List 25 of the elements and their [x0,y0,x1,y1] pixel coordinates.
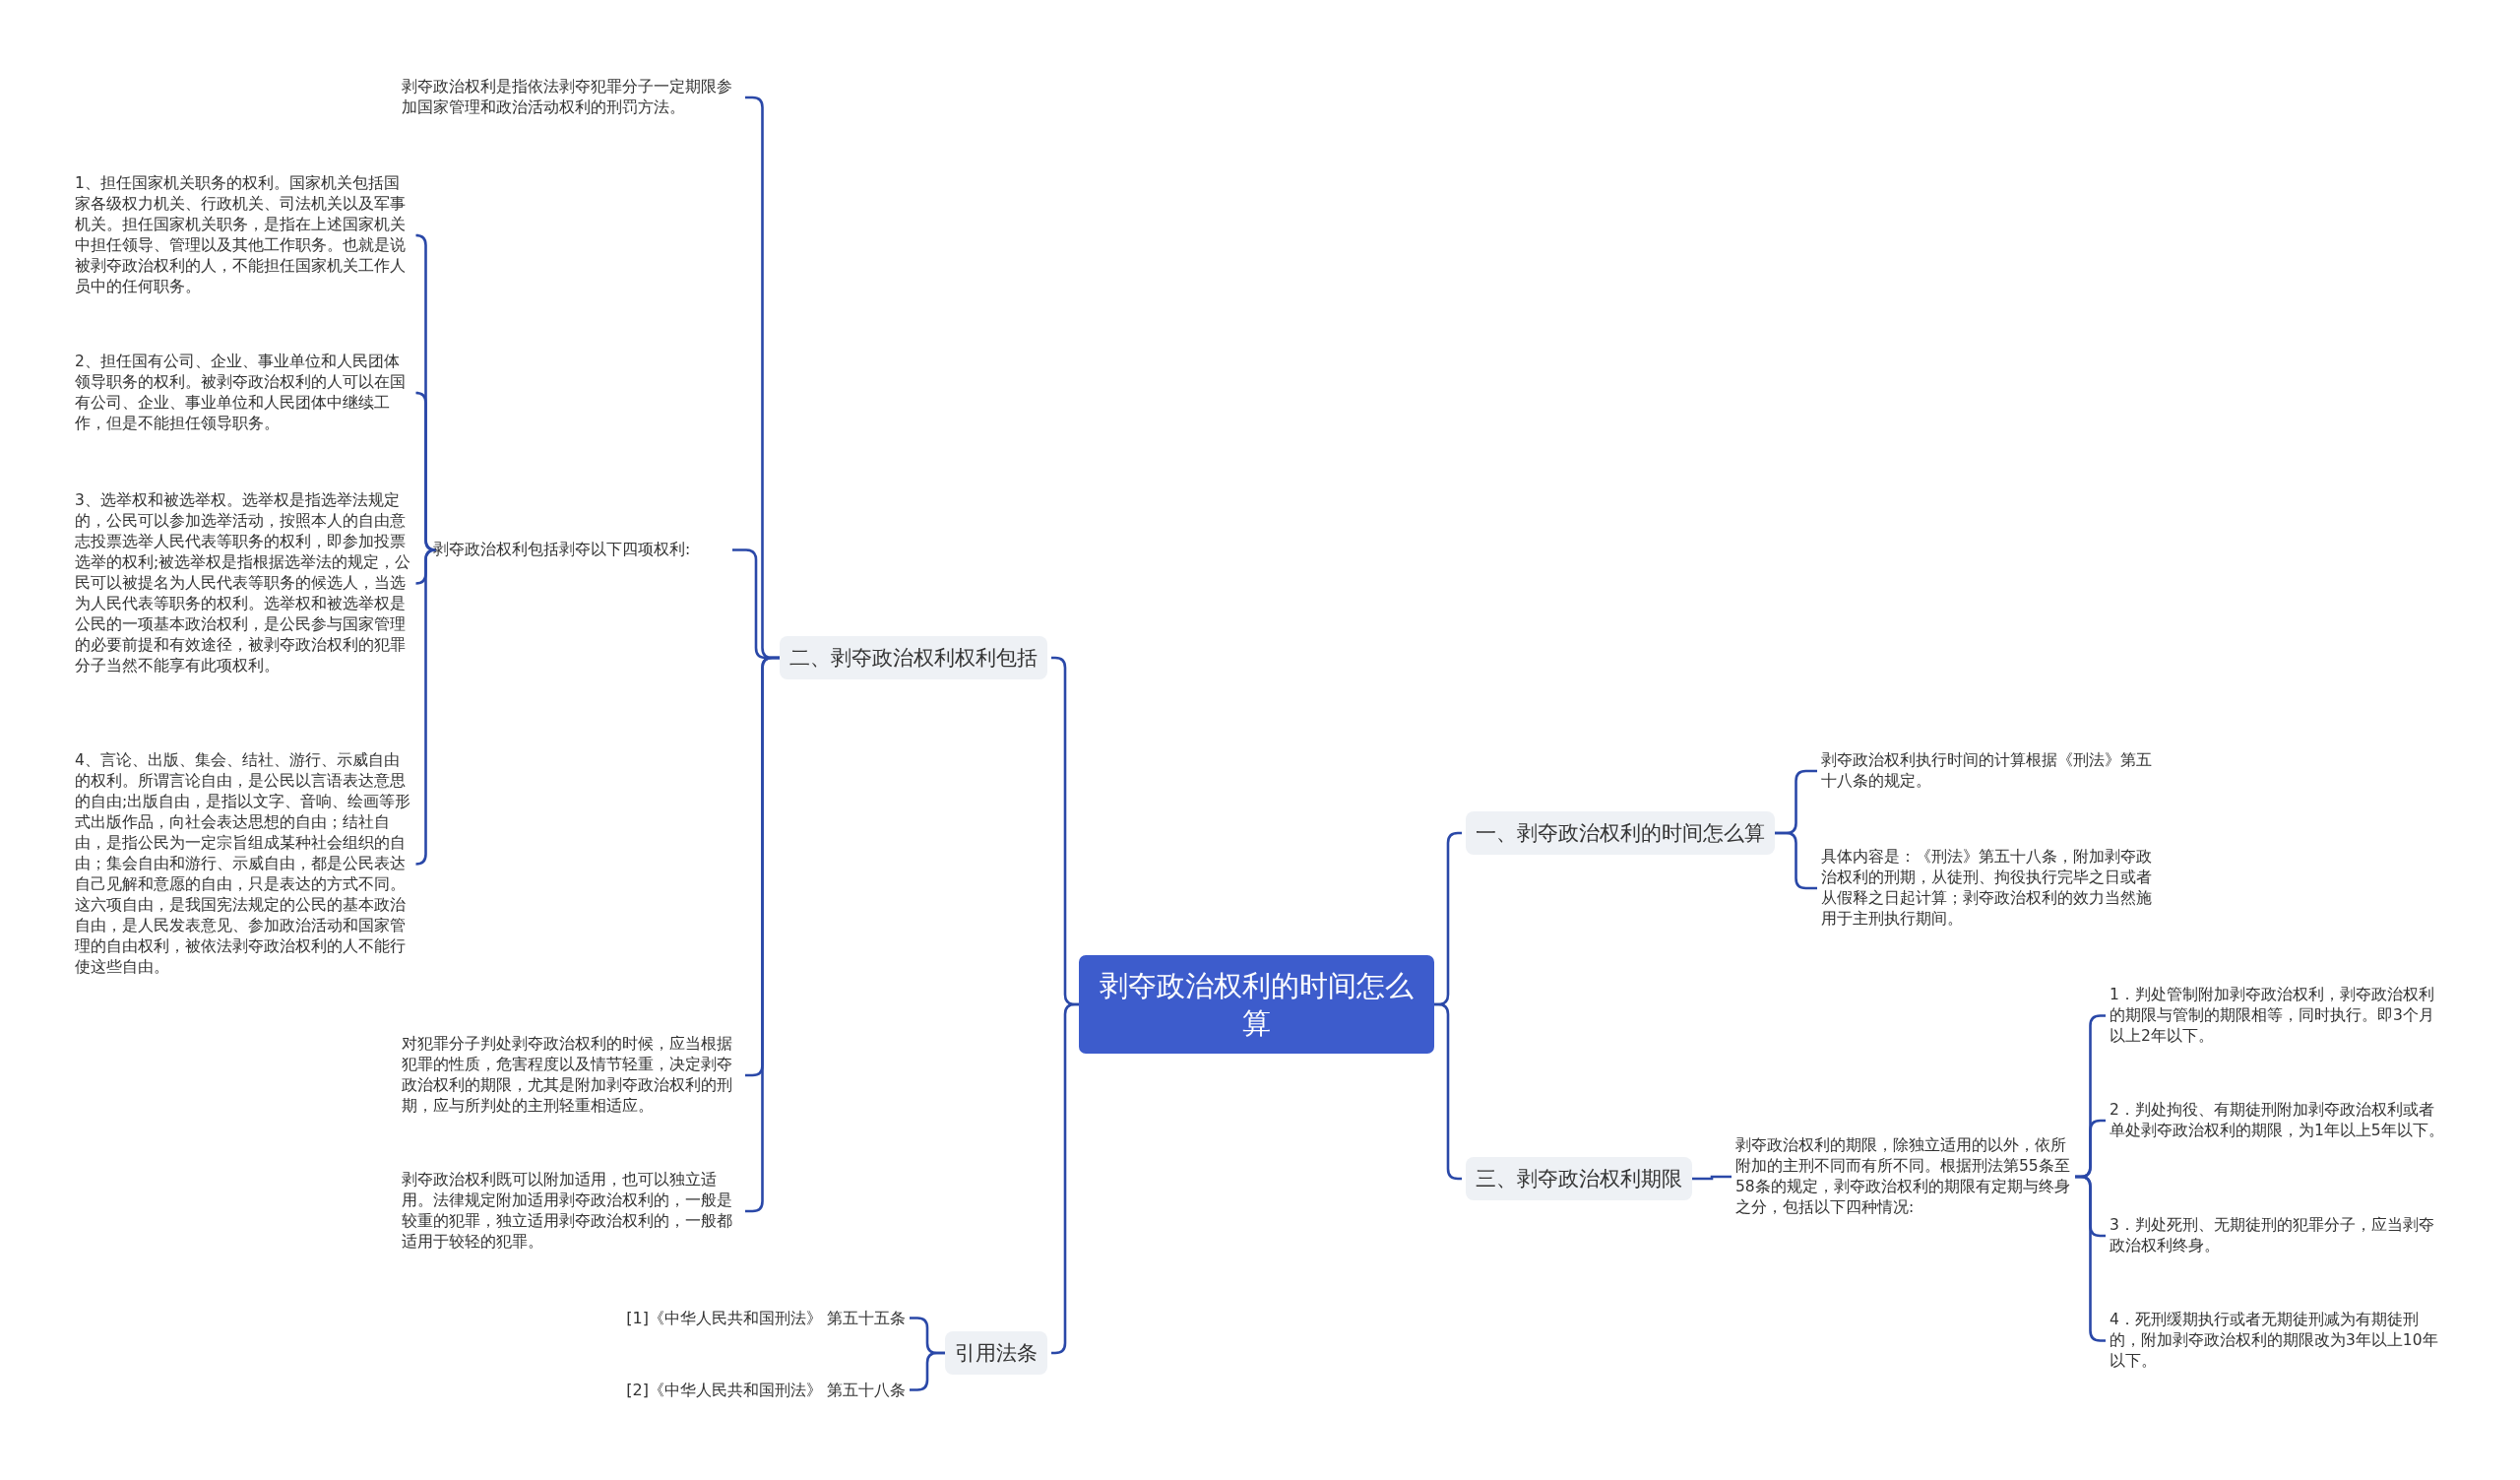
note-text: 3、选举权和被选举权。选举权是指选举法规定的，公民可以参加选举活动，按照本人的自由意志投票选举人民代表等职务的权利，即参加投票选举的权利;被选举权是指根据选举法的规定，公民可以被提名为人民代表等职务的候选人，当选为人民代表等职务的权利。选举权和被选举权是公民的一项基本政治权利，是公民参与国家管理的必要前提和有效途径，被剥夺政治权利的犯罪分子当然不能享有此项权利。 [75,490,414,676]
topic-box: 二、剥夺政治权利权利包括 [780,636,1047,679]
citation-text: [1]《中华人民共和国刑法》 第五十五条 [551,1308,906,1328]
topic-box: 一、剥夺政治权利的时间怎么算 [1466,811,1775,855]
note-text: 对犯罪分子判处剥夺政治权利的时候，应当根据犯罪的性质，危害程度以及情节轻重，决定剥夺政治权利的期限，尤其是附加剥夺政治权利的刑期，应与所判处的主刑轻重相适应。 [402,1034,741,1117]
note-text: 剥夺政治权利执行时间的计算根据《刑法》第五十八条的规定。 [1821,750,2161,792]
note-text: 剥夺政治权利既可以附加适用，也可以独立适用。法律规定附加适用剥夺政治权利的，一般是较重的犯罪，独立适用剥夺政治权利的，一般都适用于较轻的犯罪。 [402,1170,741,1253]
note-text: 4、言论、出版、集会、结社、游行、示威自由的权利。所谓言论自由，是公民以言语表达意思的自由;出版自由，是指以文字、音响、绘画等形式出版作品，向社会表达思想的自由；结社自由，是指公民为一定宗旨组成某种社会组织的自由；集会自由和游行、示威自由，都是公民表达自己见解和意愿的自由，只是表达的方式不同。这六项自由，是我国宪法规定的公民的基本政治自由，是人民发表意见、参加政治活动和国家管理的自由权利，被依法剥夺政治权利的人不能行使这些自由。 [75,750,414,978]
note-text: 剥夺政治权利的期限，除独立适用的以外，依所附加的主刑不同而有所不同。根据刑法第55条至58条的规定，剥夺政治权利的期限有定期与终身之分，包括以下四种情况: [1735,1135,2075,1218]
connector-line [1692,1175,1732,1181]
note-text: 剥夺政治权利包括剥夺以下四项权利: [433,540,728,560]
topic-box: 引用法条 [945,1331,1047,1375]
note-text: 具体内容是：《刑法》第五十八条，附加剥夺政治权利的刑期，从徒刑、拘役执行完毕之日或者从假释之日起计算；剥夺政治权利的效力当然施用于主刑执行期间。 [1821,847,2161,930]
note-text: 4．死刑缓期执行或者无期徒刑减为有期徒刑的，附加剥夺政治权利的期限改为3年以上10年以下。 [2110,1310,2449,1372]
citation-text: [2]《中华人民共和国刑法》 第五十八条 [551,1380,906,1400]
connector-line [414,548,437,866]
root-box: 剥夺政治权利的时间怎么算 [1079,955,1434,1054]
note-text: 1、担任国家机关职务的权利。国家机关包括国家各级权力机关、行政机关、司法机关以及军事机关。担任国家机关职务，是指在上述国家机关中担任领导、管理以及其他工作职务。也就是说被剥夺政治权利的人，不能担任国家机关工作人员中的任何职务。 [75,173,414,297]
note-text: 2、担任国有公司、企业、事业单位和人民团体领导职务的权利。被剥夺政治权利的人可以在国有公司、企业、事业单位和人民团体中继续工作，但是不能担任领导职务。 [75,352,414,434]
note-text: 2．判处拘役、有期徒刑附加剥夺政治权利或者单处剥夺政治权利的期限，为1年以上5年以下。 [2110,1100,2449,1141]
note-text: 3．判处死刑、无期徒刑的犯罪分子，应当剥夺政治权利终身。 [2110,1215,2449,1256]
connector-line [910,1351,945,1391]
topic-box: 三、剥夺政治权利期限 [1466,1157,1692,1200]
note-text: 剥夺政治权利是指依法剥夺犯罪分子一定期限参加国家管理和政治活动权利的刑罚方法。 [402,77,741,118]
note-text: 1．判处管制附加剥夺政治权利，剥夺政治权利的期限与管制的期限相等，同时执行。即3个月以上2年以下。 [2110,985,2449,1047]
